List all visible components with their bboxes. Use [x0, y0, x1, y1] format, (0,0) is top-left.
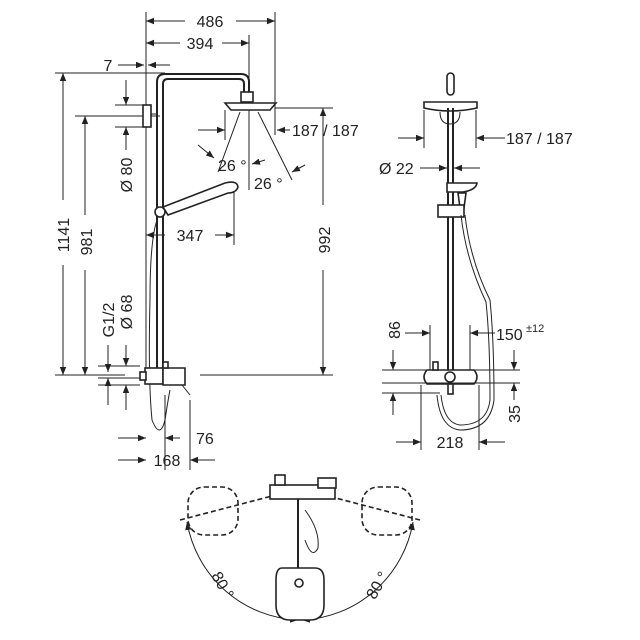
- dim-head-dia: 187 / 187: [506, 131, 573, 148]
- overhead-shower-top: [275, 567, 325, 621]
- dim-outlet-offset: 35: [507, 405, 524, 423]
- dim-bracket-height: 981: [79, 229, 96, 256]
- swivel-right: 80 °: [364, 569, 393, 602]
- wall-bracket: [142, 104, 152, 128]
- dim-pipe-dia: Ø 22: [379, 161, 414, 178]
- dim-head-height: 992: [317, 227, 334, 254]
- dim-spout-offset: 76: [196, 431, 214, 448]
- overhead-shower: [423, 101, 478, 112]
- slider: [437, 204, 465, 218]
- dim-height-total: 1141: [56, 218, 73, 253]
- head-joint: [240, 91, 254, 103]
- dim-spray-angle-right: 26 °: [254, 176, 283, 193]
- side-view: 486 394 7 1141 981 Ø 80 G1/2 Ø 68 992: [55, 12, 359, 470]
- dim-escutcheon-dia: Ø 68: [119, 295, 136, 330]
- hand-shower: [161, 181, 239, 216]
- dim-mixer-height: 86: [387, 321, 404, 339]
- dim-width-total: 486: [197, 14, 224, 31]
- hand-shower: [446, 182, 478, 193]
- dim-mixer-width: 218: [437, 435, 464, 452]
- dim-connection: G1/2: [101, 303, 118, 338]
- dim-mixer-depth: 168: [154, 453, 181, 470]
- dim-bracket-dia: Ø 80: [119, 158, 136, 193]
- mixer-body: [144, 367, 164, 385]
- dim-centres-tolerance: ±12: [526, 323, 544, 335]
- front-view: 187 / 187 Ø 22 86 150 ±12 35 218: [379, 72, 573, 452]
- head-arm: [446, 72, 455, 96]
- dim-hand-shower-reach: 347: [177, 228, 204, 245]
- dim-centres: 150: [496, 327, 523, 344]
- slider: [154, 206, 166, 218]
- dim-arm-length: 394: [187, 36, 214, 53]
- dim-spray-angle-left: 26 °: [218, 158, 247, 175]
- top-view: 80 ° 80 °: [179, 474, 421, 623]
- swivel-left: 80 °: [207, 569, 236, 602]
- dim-wall-gap: 7: [104, 58, 113, 75]
- overhead-shower: [223, 102, 278, 111]
- dim-head-dia: 187 / 187: [292, 123, 359, 140]
- riser-pipe: [156, 73, 250, 372]
